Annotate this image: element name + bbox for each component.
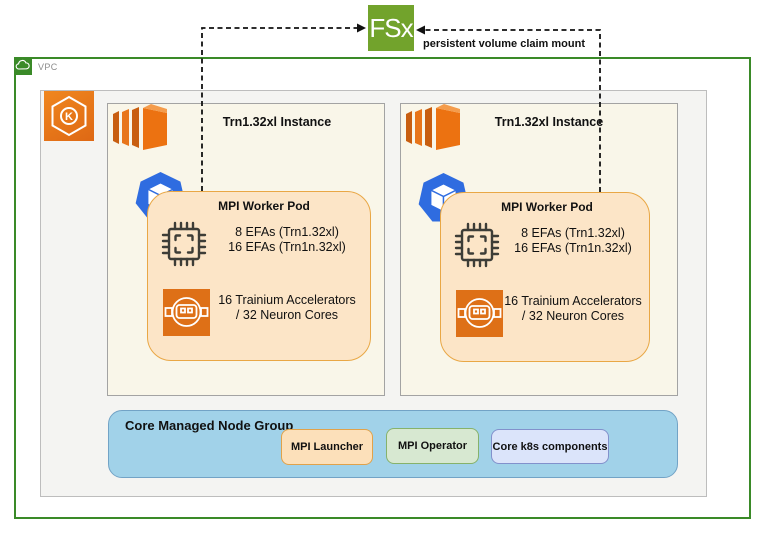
vpc-cloud-icon — [14, 57, 32, 75]
efa-line-2: 16 EFAs (Trn1n.32xl) — [228, 239, 346, 254]
trainium-line-1: 16 Trainium Accelerators — [218, 293, 356, 307]
mpi-operator-box: MPI Operator — [386, 428, 479, 464]
eks-kubernetes-icon: K — [44, 91, 94, 141]
efa-line-1: 8 EFAs (Trn1.32xl) — [521, 226, 625, 240]
pod-title: MPI Worker Pod — [501, 200, 593, 214]
mpi-operator-label: MPI Operator — [397, 440, 468, 452]
mpi-launcher-box: MPI Launcher — [281, 429, 373, 465]
efa-chip-icon — [454, 222, 500, 268]
efa-spec-text: 8 EFAs (Trn1.32xl) 16 EFAs (Trn1n.32xl) — [208, 225, 366, 254]
trainium-line-1: 16 Trainium Accelerators — [504, 294, 642, 308]
pvc-mount-label: persistent volume claim mount — [423, 38, 585, 50]
efa-spec-text: 8 EFAs (Trn1.32xl) 16 EFAs (Trn1n.32xl) — [501, 226, 645, 255]
mpi-worker-pod-left: MPI Worker Pod 8 EFAs (Trn1.32xl) 16 EFA… — [147, 191, 371, 361]
arrowhead-left-icon — [416, 25, 425, 35]
fsx-node: FSx — [368, 5, 414, 51]
trainium-line-2: / 32 Neuron Cores — [521, 308, 625, 323]
fsx-label: FSx — [369, 12, 413, 43]
core-k8s-label: Core k8s components — [492, 440, 608, 453]
trainium-accelerator-icon — [163, 289, 210, 336]
vpc-group — [14, 57, 751, 519]
efa-chip-icon — [161, 221, 207, 267]
arrowhead-right-icon — [357, 23, 366, 33]
vpc-label: VPC — [38, 62, 58, 72]
node-group-title: Core Managed Node Group — [125, 418, 294, 433]
svg-text:K: K — [65, 111, 73, 123]
efa-line-2: 16 EFAs (Trn1n.32xl) — [514, 240, 632, 255]
trainium-spec-text: 16 Trainium Accelerators / 32 Neuron Cor… — [208, 293, 366, 322]
ec2-instances-icon — [406, 104, 460, 150]
trainium-line-2: / 32 Neuron Cores — [235, 307, 339, 322]
trainium-spec-text: 16 Trainium Accelerators / 32 Neuron Cor… — [501, 294, 645, 323]
ec2-instances-icon — [113, 104, 167, 150]
efa-line-1: 8 EFAs (Trn1.32xl) — [235, 225, 339, 239]
mpi-launcher-label: MPI Launcher — [290, 441, 364, 453]
mpi-worker-pod-right: MPI Worker Pod 8 EFAs (Trn1.32xl) 16 EFA… — [440, 192, 650, 362]
pod-title: MPI Worker Pod — [218, 199, 310, 213]
core-k8s-components-box: Core k8s components — [491, 429, 609, 464]
core-managed-node-group: Core Managed Node Group MPI Launcher MPI… — [108, 410, 678, 478]
trainium-accelerator-icon — [456, 290, 503, 337]
